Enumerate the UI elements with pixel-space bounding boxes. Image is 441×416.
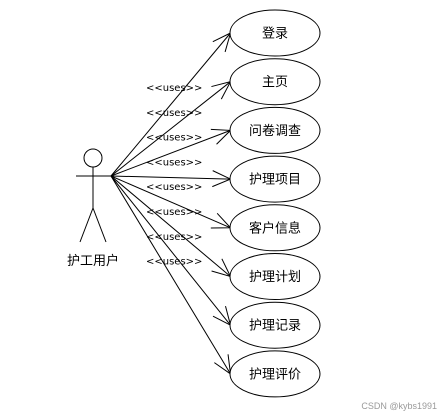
watermark: CSDN @kybs1991 bbox=[361, 401, 437, 411]
uses-label: <<uses>> bbox=[146, 182, 202, 193]
use-case-ellipse bbox=[229, 58, 321, 106]
use-case-ellipse bbox=[229, 155, 321, 203]
use-case: 客户信息 bbox=[229, 204, 321, 252]
use-case: 护理记录 bbox=[229, 301, 321, 349]
uses-label: <<uses>> bbox=[146, 133, 202, 144]
association-line bbox=[110, 175, 231, 229]
association-line bbox=[110, 175, 231, 326]
use-case: 问卷调查 bbox=[229, 106, 321, 154]
use-case-label: 客户信息 bbox=[249, 220, 301, 236]
use-case-ellipse bbox=[229, 106, 321, 154]
use-case: 主页 bbox=[229, 58, 321, 106]
use-case-label: 主页 bbox=[262, 75, 288, 90]
use-case-label: 登录 bbox=[262, 27, 288, 42]
actor: 护工用户 bbox=[67, 148, 119, 269]
association-arrowhead bbox=[214, 354, 232, 375]
use-case-label: 问卷调查 bbox=[249, 123, 301, 139]
use-case-label: 护理记录 bbox=[249, 319, 301, 334]
association-line bbox=[110, 32, 231, 177]
use-case-ellipse bbox=[229, 350, 321, 398]
use-case-label: 护理项目 bbox=[249, 173, 301, 188]
use-case-ellipse bbox=[229, 253, 321, 300]
association-line bbox=[110, 175, 231, 375]
actor-name: 护工用户 bbox=[67, 253, 119, 269]
association-line bbox=[110, 129, 231, 177]
association-line bbox=[110, 81, 231, 177]
use-case-label: 护理计划 bbox=[249, 270, 301, 285]
association-line bbox=[110, 175, 231, 180]
use-case-ellipse bbox=[229, 301, 321, 349]
use-case: 护理项目 bbox=[229, 155, 321, 203]
actor-right-leg bbox=[92, 207, 107, 243]
use-case: 护理评价 bbox=[229, 350, 321, 398]
stereotype-label-layer: <<uses>> <<uses>> <<uses>> <<uses>> <<uses>>… bbox=[146, 83, 202, 268]
actor-left-leg bbox=[79, 207, 94, 243]
association-line bbox=[110, 175, 231, 277]
use-case-ellipse bbox=[229, 204, 321, 252]
use-case-label: 护理评价 bbox=[249, 367, 301, 382]
use-case: 护理计划 bbox=[229, 253, 321, 300]
uses-label: <<uses>> bbox=[146, 232, 202, 243]
use-case: 登录 bbox=[229, 9, 321, 57]
uses-label: <<uses>> bbox=[146, 257, 202, 268]
uses-label: <<uses>> bbox=[146, 83, 202, 94]
uses-label: <<uses>> bbox=[146, 108, 202, 119]
actor-head bbox=[83, 148, 103, 168]
use-case-ellipse bbox=[229, 9, 321, 57]
uses-label: <<uses>> bbox=[146, 157, 202, 168]
uses-label: <<uses>> bbox=[146, 207, 202, 218]
